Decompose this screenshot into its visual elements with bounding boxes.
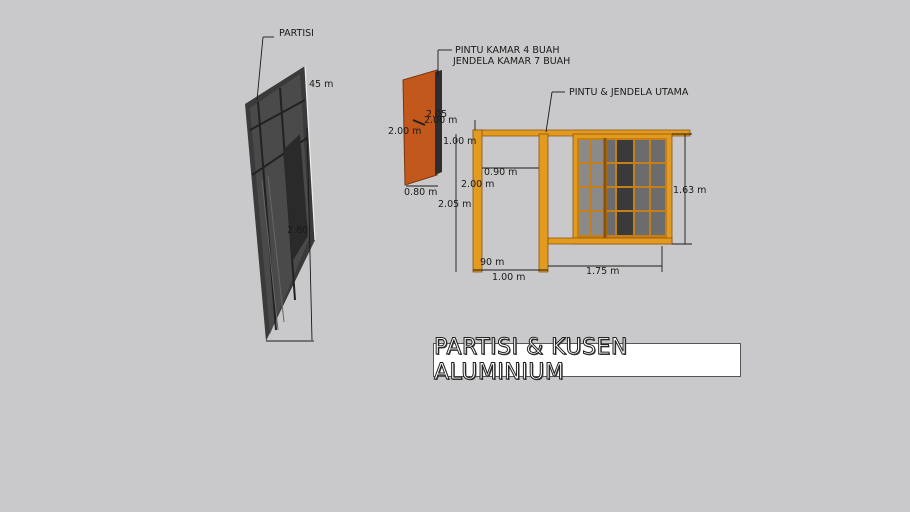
dim-main-top-height: 1.00 m bbox=[443, 136, 476, 147]
dim-window-height: 1.63 m bbox=[673, 185, 706, 196]
partition-stripe bbox=[267, 175, 285, 323]
leader-partisi bbox=[256, 36, 264, 101]
partition-stripe bbox=[261, 179, 279, 331]
main-frame-model[interactable] bbox=[472, 129, 691, 273]
leader-utama-down bbox=[545, 91, 553, 133]
partition-transom bbox=[249, 99, 306, 131]
dim-door-height: 2.00 m bbox=[388, 126, 421, 137]
dim-partisi-top: 45 m bbox=[309, 79, 333, 90]
dim-door-top-b: 2.00 m bbox=[424, 115, 457, 126]
door-leaf bbox=[402, 69, 438, 186]
dim-main-small: 90 m bbox=[480, 257, 504, 268]
dim-door-top-a: 2.05 bbox=[426, 109, 447, 120]
window-sill bbox=[547, 237, 673, 245]
dim-partisi-height: 2.80 bbox=[287, 225, 308, 236]
frame-left-jamb bbox=[472, 129, 483, 273]
door-handle bbox=[412, 119, 426, 126]
partition-mullion-1 bbox=[257, 101, 277, 331]
dim-line-partisi-height bbox=[306, 127, 313, 341]
bedroom-door-model[interactable] bbox=[402, 69, 442, 186]
model-title: PARTISI & KUSEN ALUMINIUM bbox=[434, 335, 628, 386]
dim-main-mid: 2.00 m bbox=[461, 179, 494, 190]
label-pintu-jendela-utama: PINTU & JENDELA UTAMA bbox=[569, 87, 689, 98]
label-partisi: PARTISI bbox=[279, 28, 314, 39]
frame-middle-jamb bbox=[538, 133, 549, 273]
dim-main-door-width-top: 0.90 m bbox=[484, 167, 517, 178]
dim-window-width: 1.75 m bbox=[586, 266, 619, 277]
label-jendela-kamar: JENDELA KAMAR 7 BUAH bbox=[452, 56, 570, 67]
dim-main-left-height: 2.05 m bbox=[438, 199, 471, 210]
model-title-banner: PARTISI & KUSEN ALUMINIUM bbox=[433, 335, 741, 386]
partition-door-glass bbox=[283, 134, 308, 262]
dim-door-width: 0.80 m bbox=[404, 187, 437, 198]
dim-main-bottom-width: 1.00 m bbox=[492, 272, 525, 283]
partition-edge bbox=[304, 65, 316, 241]
label-pintu-kamar: PINTU KAMAR 4 BUAH bbox=[455, 45, 559, 56]
partition-model[interactable] bbox=[245, 65, 316, 341]
door-frame bbox=[435, 70, 442, 175]
